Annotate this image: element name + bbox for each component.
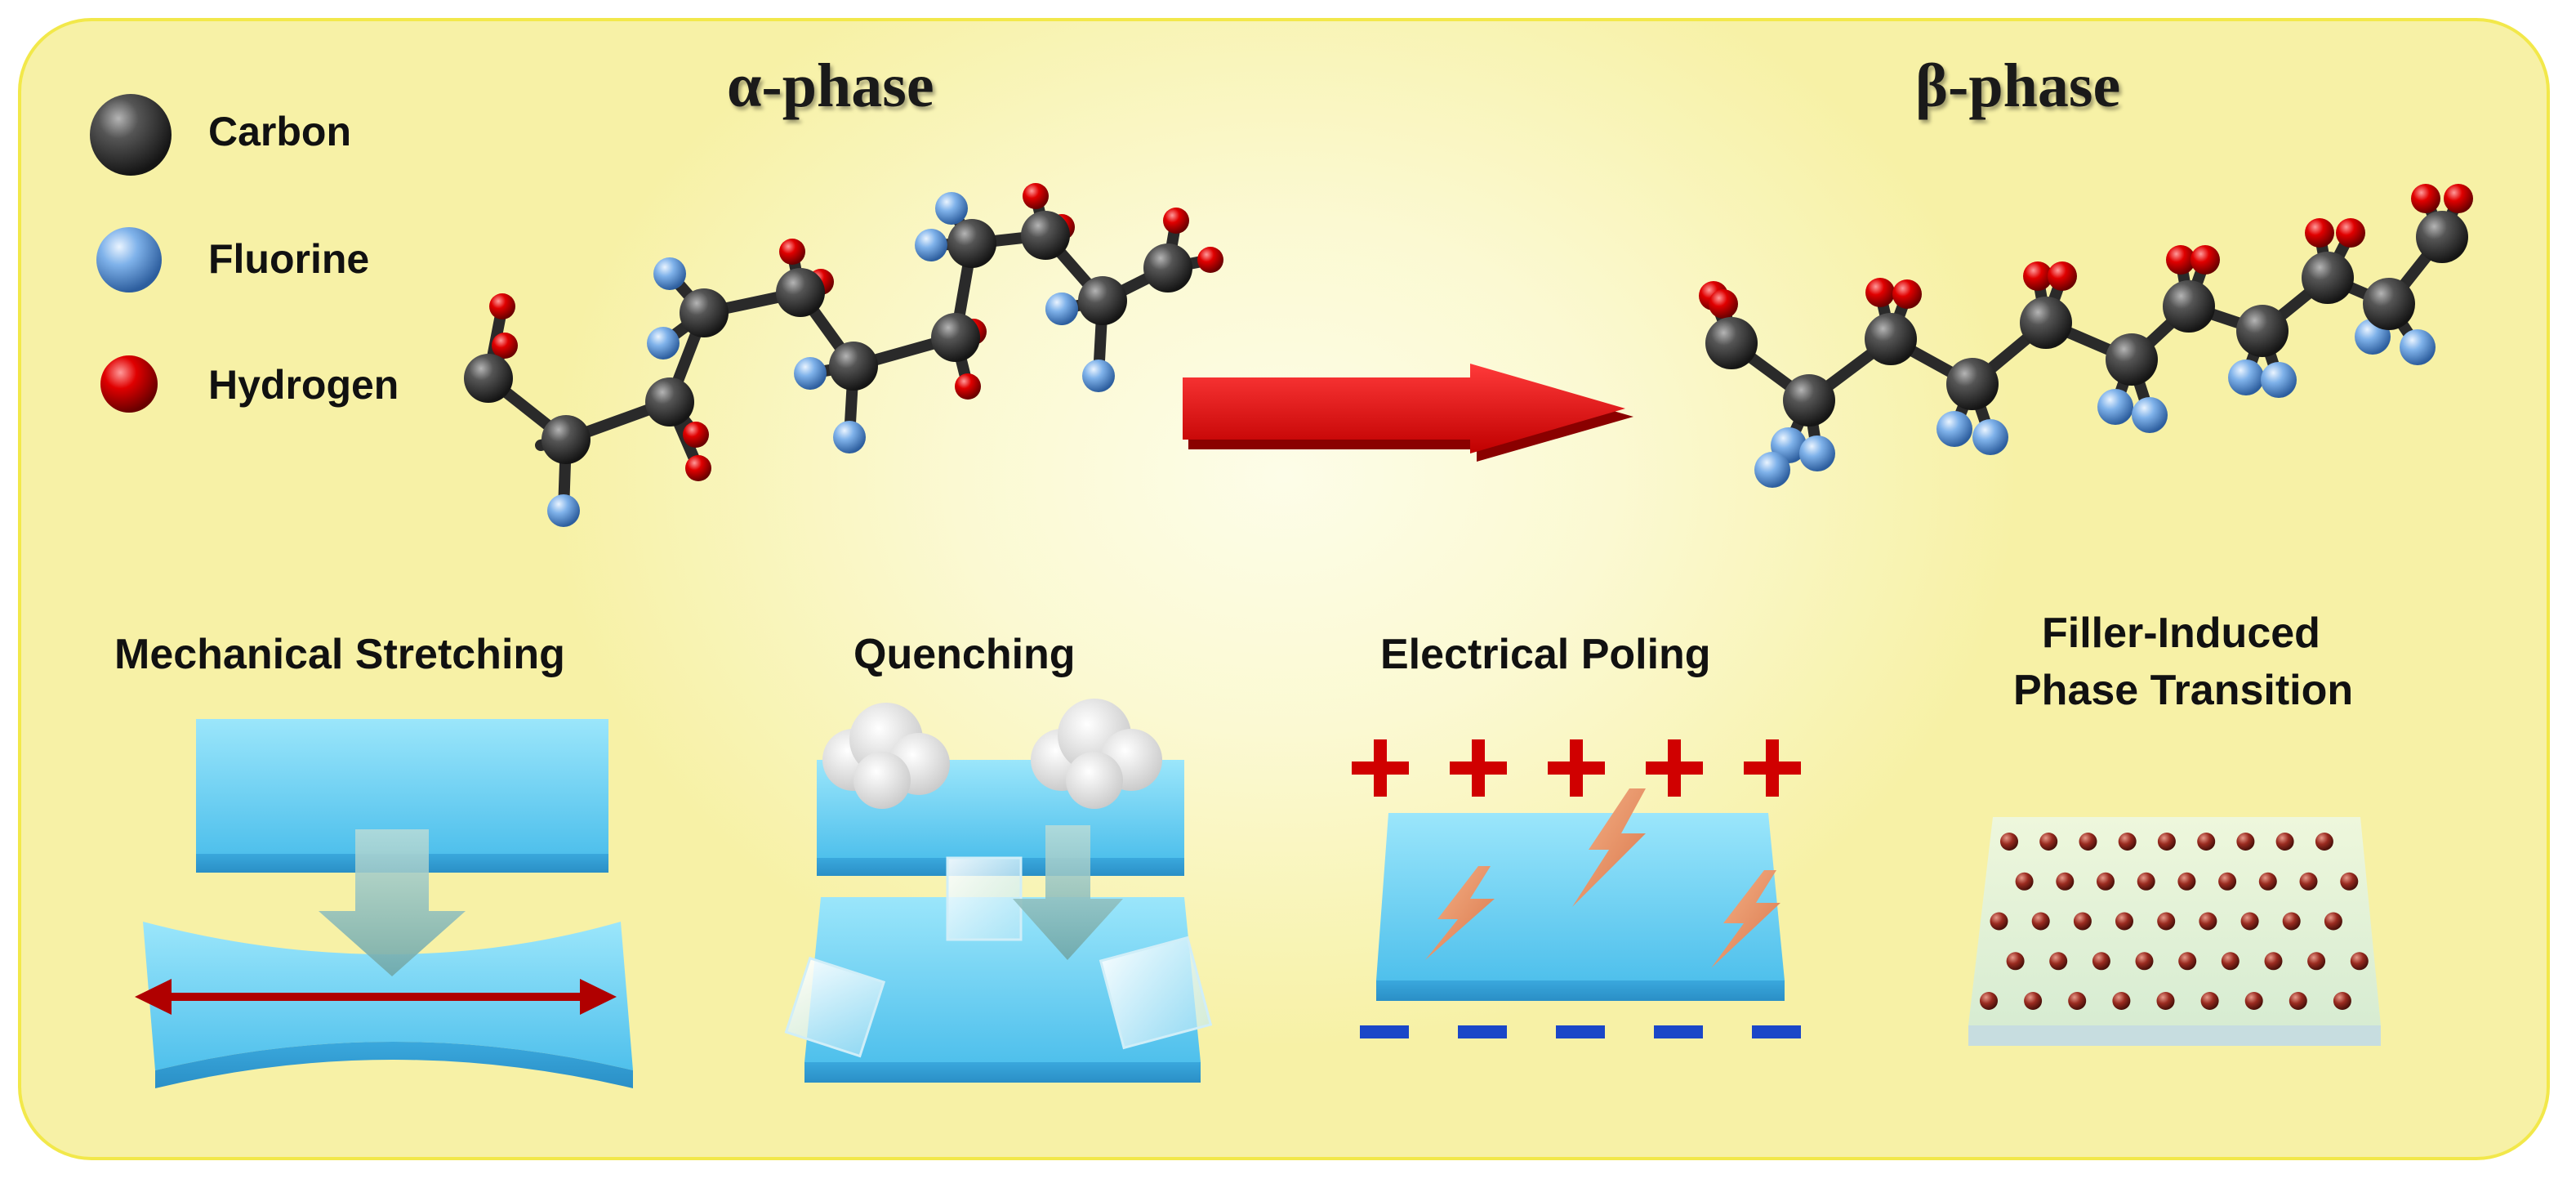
fluorine-atom-icon xyxy=(96,227,162,293)
filler-particle xyxy=(2282,912,2301,931)
negative-charges xyxy=(1360,1025,1801,1038)
filler-particle xyxy=(2112,992,2131,1010)
alpha-phase-title: α-phase xyxy=(727,51,934,120)
beta-atoms xyxy=(1699,184,2473,488)
method-label-filler-line2: Phase Transition xyxy=(2013,667,2354,714)
filler-particle xyxy=(2324,912,2342,931)
filler-particle xyxy=(2299,872,2318,891)
filler-particle xyxy=(2118,833,2137,851)
beta-phase-title: β-phase xyxy=(1915,51,2121,120)
mechanical-stretching-illustration xyxy=(135,719,633,1088)
filler-particle xyxy=(2156,992,2175,1010)
filler-particle xyxy=(2333,992,2351,1010)
filler-particle xyxy=(2115,912,2133,931)
filler-particle xyxy=(2137,872,2155,891)
filler-particle xyxy=(2056,872,2075,891)
electrical-poling-illustration xyxy=(1352,739,1801,1038)
filler-particle xyxy=(2097,872,2115,891)
filler-particle xyxy=(1990,912,2008,931)
filler-particle xyxy=(2049,952,2068,971)
filler-particle xyxy=(2244,992,2263,1010)
filler-particle xyxy=(2350,952,2369,971)
filler-particle xyxy=(2275,833,2294,851)
filler-particle xyxy=(2031,912,2050,931)
filler-particle xyxy=(2258,872,2277,891)
filler-particle xyxy=(2135,952,2154,971)
method-label-mechanical-stretching: Mechanical Stretching xyxy=(114,631,565,678)
ice-cube-icon xyxy=(784,856,1213,1058)
cloud-icon xyxy=(822,703,950,809)
filler-particle xyxy=(2264,952,2283,971)
lightning-bolt-icon xyxy=(1425,788,1780,968)
carbon-atom-icon xyxy=(90,94,172,176)
filler-particle xyxy=(2221,952,2240,971)
filler-particle xyxy=(2157,912,2176,931)
filler-particle xyxy=(2006,952,2025,971)
method-label-quenching: Quenching xyxy=(853,631,1076,678)
hydrogen-atom-icon xyxy=(100,355,158,413)
filler-particle xyxy=(2218,872,2237,891)
filler-particle xyxy=(2236,833,2255,851)
legend-label-hydrogen: Hydrogen xyxy=(208,362,399,408)
positive-charges xyxy=(1352,739,1801,797)
filler-particle xyxy=(2039,833,2058,851)
filler-particle xyxy=(2197,833,2216,851)
filler-particle xyxy=(2307,952,2326,971)
method-label-electrical-poling: Electrical Poling xyxy=(1380,631,1711,678)
filler-particle xyxy=(2200,992,2219,1010)
legend-label-fluorine: Fluorine xyxy=(208,236,370,282)
alpha-atoms xyxy=(464,183,1223,527)
filler-particle xyxy=(2000,833,2018,851)
filler-particles xyxy=(1980,833,2369,1010)
filler-induced-illustration xyxy=(1968,817,2381,1046)
filler-particle xyxy=(2015,872,2034,891)
double-arrow-icon xyxy=(135,979,617,1015)
filler-particle xyxy=(2240,912,2259,931)
filler-particle xyxy=(2177,872,2196,891)
filler-particle xyxy=(2199,912,2217,931)
filler-particle xyxy=(2079,833,2097,851)
filler-particle xyxy=(2315,833,2333,851)
filler-particle xyxy=(2073,912,2092,931)
filler-particle xyxy=(1980,992,1998,1010)
filler-particle xyxy=(2024,992,2043,1010)
filler-particle xyxy=(2289,992,2307,1010)
cloud-icon xyxy=(1031,699,1162,809)
phase-transition-arrow xyxy=(1183,364,1633,462)
filler-particle xyxy=(2178,952,2197,971)
filler-particle xyxy=(2157,833,2176,851)
filler-particle xyxy=(2340,872,2359,891)
filler-particle xyxy=(2092,952,2110,971)
filler-particle xyxy=(2068,992,2087,1010)
method-label-filler-line1: Filler-Induced xyxy=(2042,610,2320,657)
quenching-illustration xyxy=(784,699,1213,1083)
legend-label-carbon: Carbon xyxy=(208,109,351,154)
